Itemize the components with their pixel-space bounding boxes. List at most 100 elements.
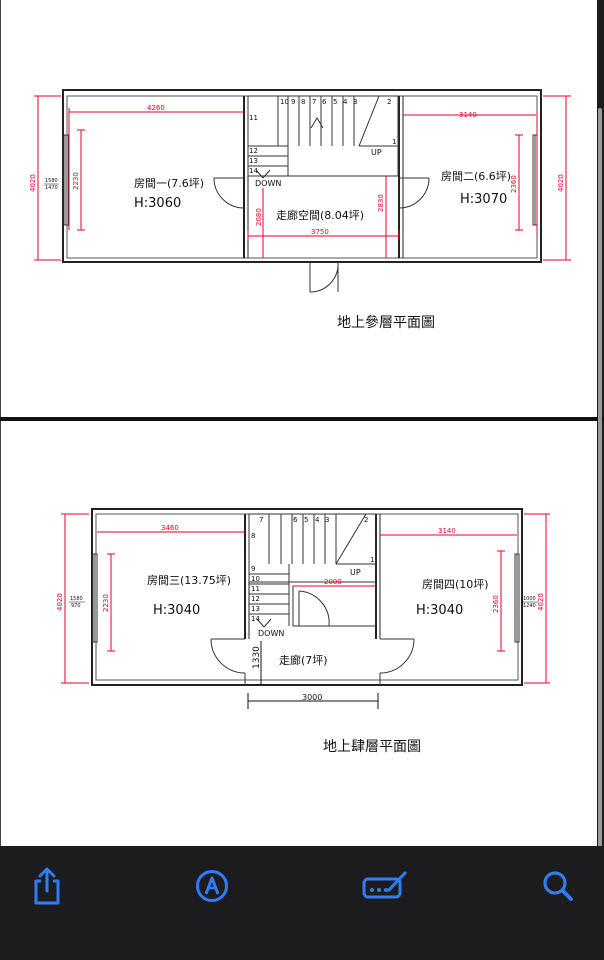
down-label: DOWN — [255, 179, 281, 188]
markup-button[interactable] — [190, 864, 234, 908]
svg-text:1000: 1000 — [523, 596, 536, 602]
window-dimension-labels: 1580 1470 — [44, 178, 59, 191]
stair-step-numbers: 10 9 8 7 6 5 4 3 2 1 11 12 13 14 — [249, 98, 396, 175]
markup-icon — [196, 870, 228, 902]
svg-text:13: 13 — [249, 157, 258, 165]
staircase — [248, 513, 377, 628]
svg-text:2080: 2080 — [255, 208, 263, 226]
floor-plan-page-4: 7 6 5 4 3 2 1 8 9 10 11 12 13 14 UP DOWN — [0, 421, 597, 846]
signature-icon — [362, 871, 407, 899]
window-dimension-labels: 1580 970 1000 1240 — [69, 596, 538, 609]
svg-text:970: 970 — [71, 603, 81, 609]
svg-text:1: 1 — [392, 138, 396, 146]
staircase — [247, 95, 399, 179]
svg-text:10: 10 — [251, 575, 260, 583]
svg-text:3460: 3460 — [161, 524, 179, 532]
doors — [210, 590, 415, 685]
doors — [213, 177, 430, 293]
floor-plan-4-drawing: 7 6 5 4 3 2 1 8 9 10 11 12 13 14 UP DOWN — [56, 508, 550, 755]
outer-wall — [91, 508, 523, 686]
svg-text:4020: 4020 — [557, 174, 565, 192]
share-icon — [34, 867, 60, 905]
svg-text:2830: 2830 — [377, 194, 385, 212]
stair-step-numbers: 7 6 5 4 3 2 1 8 9 10 11 12 13 14 — [251, 516, 374, 623]
search-icon — [543, 871, 573, 901]
svg-text:4020: 4020 — [56, 593, 64, 611]
up-label: UP — [371, 148, 382, 157]
room4-name: 房間四(10坪) — [422, 578, 489, 591]
up-label: UP — [350, 568, 361, 577]
room4-height: H:3040 — [416, 603, 463, 618]
svg-text:2360: 2360 — [492, 595, 500, 613]
svg-text:11: 11 — [251, 585, 260, 593]
room3-name: 房間三(13.75坪) — [147, 574, 231, 587]
floor4-caption: 地上肆層平面圖 — [323, 739, 421, 755]
svg-text:1: 1 — [370, 556, 374, 564]
dimension-lines — [61, 513, 550, 684]
svg-text:4020: 4020 — [29, 174, 37, 192]
room3-height: H:3040 — [153, 603, 200, 618]
svg-text:1580: 1580 — [70, 596, 83, 602]
svg-text:2230: 2230 — [102, 594, 110, 612]
svg-text:2: 2 — [364, 516, 368, 524]
svg-text:7: 7 — [312, 98, 316, 106]
svg-text:2360: 2360 — [510, 175, 518, 193]
svg-text:2: 2 — [387, 98, 391, 106]
floor-plan-3-drawing: 10 9 8 7 6 5 4 3 2 1 11 12 13 14 UP DOWN — [29, 89, 571, 331]
corridor-name: 走廊(7坪) — [279, 653, 328, 667]
black-dimension-lines — [247, 641, 379, 709]
svg-text:5: 5 — [304, 516, 308, 524]
svg-text:1580: 1580 — [45, 178, 58, 184]
search-button[interactable] — [536, 864, 580, 908]
svg-text:12: 12 — [251, 595, 260, 603]
svg-text:5: 5 — [333, 98, 337, 106]
room2-name: 房間二(6.6坪) — [441, 170, 511, 183]
floor3-caption: 地上參層平面圖 — [337, 315, 435, 331]
dimension-labels: 4260 3140 4020 4020 2230 2360 3750 2830 … — [29, 104, 565, 236]
svg-text:3140: 3140 — [459, 111, 477, 119]
svg-text:9: 9 — [251, 565, 255, 573]
down-label: DOWN — [258, 629, 284, 638]
corridor-name: 走廊空間(8.04坪) — [276, 208, 364, 222]
svg-text:4: 4 — [315, 516, 320, 524]
svg-text:4260: 4260 — [147, 104, 165, 112]
svg-text:6: 6 — [293, 516, 298, 524]
svg-text:2000: 2000 — [324, 578, 342, 586]
dimension-labels: 3460 3140 4020 4020 2230 2360 2000 — [56, 524, 545, 613]
svg-text:9: 9 — [291, 98, 295, 106]
bottom-width-label: 3000 — [302, 693, 322, 702]
svg-text:12: 12 — [249, 147, 258, 155]
floor-plan-page-3: 10 9 8 7 6 5 4 3 2 1 11 12 13 14 UP DOWN — [0, 0, 597, 417]
svg-text:6: 6 — [322, 98, 327, 106]
page-divider — [0, 417, 604, 421]
svg-text:3140: 3140 — [438, 527, 456, 535]
svg-text:13: 13 — [251, 605, 260, 613]
corridor-depth-label: 1330 — [252, 646, 262, 669]
svg-text:14: 14 — [251, 615, 260, 623]
room2-height: H:3070 — [460, 192, 507, 207]
svg-text:8: 8 — [301, 98, 305, 106]
svg-text:4020: 4020 — [537, 593, 545, 611]
room1-name: 房間一(7.6坪) — [134, 177, 204, 190]
svg-text:2230: 2230 — [72, 172, 80, 190]
svg-text:3: 3 — [353, 98, 357, 106]
svg-text:3: 3 — [325, 516, 329, 524]
svg-text:8: 8 — [251, 532, 255, 540]
svg-text:1470: 1470 — [45, 185, 58, 191]
signature-button[interactable] — [360, 864, 410, 908]
svg-text:11: 11 — [249, 114, 258, 122]
share-button[interactable] — [25, 864, 69, 908]
windows — [92, 553, 520, 643]
room1-height: H:3060 — [134, 196, 181, 211]
outer-wall — [62, 89, 542, 263]
svg-text:10: 10 — [280, 98, 289, 106]
scrollbar[interactable] — [598, 108, 602, 848]
dimension-lines — [34, 95, 571, 261]
svg-text:7: 7 — [259, 516, 263, 524]
svg-text:1240: 1240 — [523, 603, 536, 609]
svg-text:4: 4 — [343, 98, 348, 106]
windows — [63, 134, 538, 226]
bottom-toolbar — [0, 846, 604, 960]
svg-text:3750: 3750 — [311, 228, 329, 236]
svg-text:14: 14 — [249, 167, 258, 175]
